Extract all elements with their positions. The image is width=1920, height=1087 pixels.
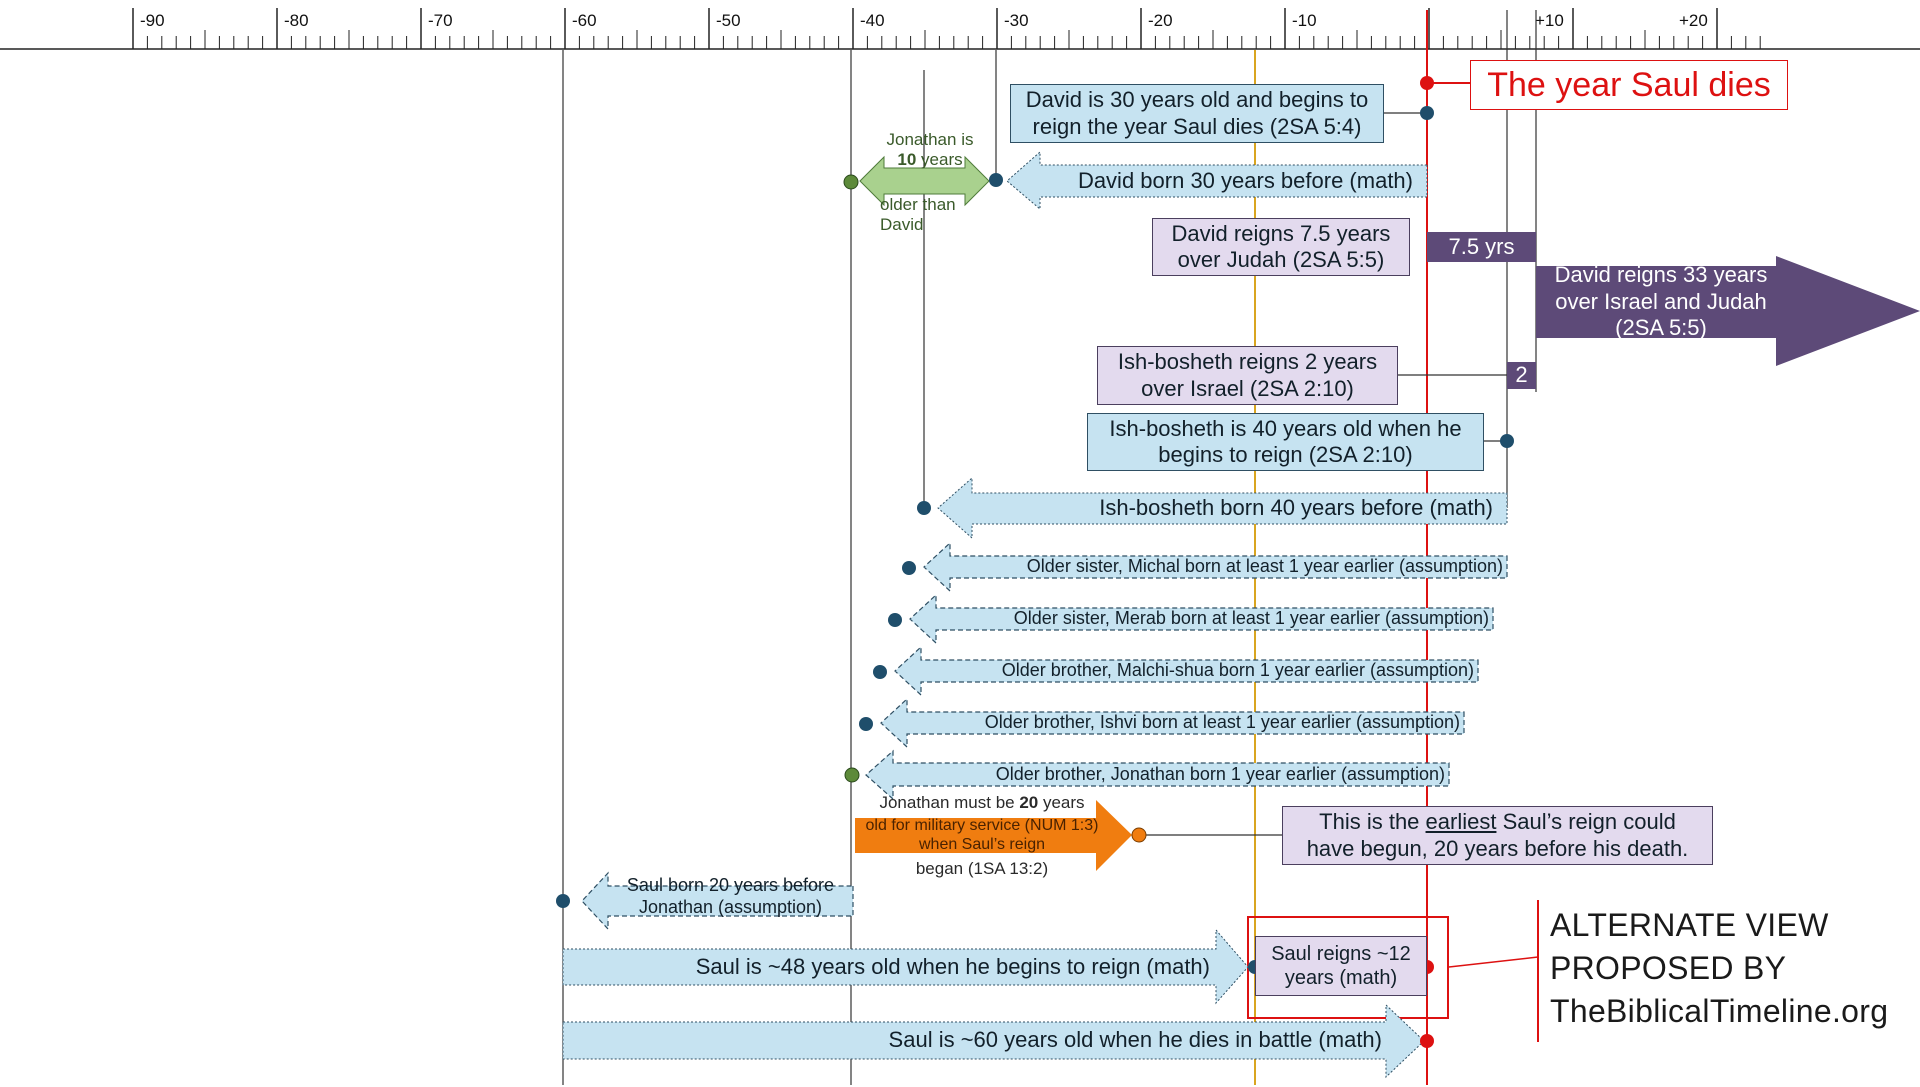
jonathan-is-text: Jonathan is [886,130,974,149]
ishbosheth-reigns-box: Ish-bosheth reigns 2 years over Israel (… [1097,346,1398,405]
tick-label: -70 [428,11,453,30]
alternate-view-line2: PROPOSED BY [1550,950,1787,986]
jonathan-10-years-arrow [859,155,990,207]
jonathan-must-bold: 20 [1019,793,1039,812]
merab-arrow [909,593,1494,645]
began-label: began (1SA 13:2) [915,859,1049,878]
david-33-arrow [1536,256,1920,366]
jonathan-years-rest: years [916,150,963,170]
jonathan-green-dot [843,174,859,190]
tick-label: -30 [1004,11,1029,30]
jonathan-born-dot [844,767,860,783]
tick-label: -90 [140,11,165,30]
earliest-reign-text: This is the earliest Saul’s reign could … [1293,809,1702,862]
tick-label: -40 [860,11,885,30]
ishbosheth-2-bar [1507,362,1536,389]
military-service-arrow [855,800,1132,871]
david-born-dot [989,173,1003,187]
tick-label: +10 [1535,11,1564,30]
tick-labels: -90 -80 -70 -60 -50 -40 -30 -20 -10 +10 … [140,11,1708,30]
alternate-connector [1448,956,1539,968]
jonathan-must-label: Jonathan must be 20 years [862,793,1102,813]
ishvi-label: Older brother, Ishvi born at least 1 yea… [984,712,1460,733]
saul-dies-label: The year Saul dies [1470,60,1788,110]
saul-60-arrow [562,1003,1425,1079]
tick-label: -60 [572,11,597,30]
malchishua-arrow [894,645,1479,697]
military-label: old for military service (NUM 1:3) when … [865,817,1099,854]
ishbosheth-born-label: Ish-bosheth born 40 years before (math) [1099,495,1493,521]
alternate-view-line3: TheBiblicalTimeline.org [1550,993,1889,1029]
tick-label: +20 [1679,11,1708,30]
axis-ticks [132,8,1761,49]
ishbosheth40-dot [1500,434,1514,448]
merab-label: Older sister, Merab born at least 1 year… [1013,608,1489,629]
jonathan-born-label: Older brother, Jonathan born 1 year earl… [995,763,1445,784]
malchishua-dot [873,665,887,679]
jonathan-must-text-2: years [1038,793,1085,812]
saul-reigns-12-box: Saul reigns ~12 years (math) [1255,936,1427,996]
michal-dot [902,561,916,575]
saul-dies-dot [1420,76,1434,90]
jonathan-born-arrow [865,749,1450,801]
david-7-5-label: 7.5 yrs [1448,233,1515,259]
michal-arrow [923,541,1508,593]
saul-born-label: Saul born 20 years before Jonathan (assu… [626,875,835,917]
saul-death-dot [1420,1034,1434,1048]
saul-born-arrow [581,871,854,931]
ishbosheth-40-box: Ish-bosheth is 40 years old when he begi… [1087,413,1484,471]
earliest-text-b: Saul’s reign could have begun, 20 years … [1306,809,1689,861]
jonathan-years-text: 10 years [870,150,990,170]
saul-48-arrow [562,928,1249,1005]
david-7-5-bar [1427,232,1536,262]
ishvi-dot [859,717,873,731]
malchishua-label: Older brother, Malchi-shua born 1 year e… [1001,660,1474,681]
ishvi-arrow [880,697,1465,749]
david-30-box: David is 30 years old and begins to reig… [1010,84,1384,143]
tick-label: -80 [284,11,309,30]
alternate-view-line1: ALTERNATE VIEW [1550,907,1829,943]
merab-dot [888,613,902,627]
tick-label: -20 [1148,11,1173,30]
ishbosheth-2-label: 2 [1515,362,1528,388]
jonathan-years-bold: 10 [897,150,917,170]
michal-label: Older sister, Michal born at least 1 yea… [1026,556,1503,577]
earliest-orange-dot [1131,827,1147,843]
david-born-arrow [1006,150,1428,211]
david-reigns-judah-box: David reigns 7.5 years over Judah (2SA 5… [1152,218,1410,276]
saul-born-dot [556,894,570,908]
tick-label: -10 [1292,11,1317,30]
david30-dot [1420,106,1434,120]
jonathan-must-text: Jonathan must be [879,793,1020,812]
older-than-david-label: older than David [880,195,956,235]
david-born-label: David born 30 years before (math) [1077,167,1413,193]
earliest-underlined: earliest [1425,809,1497,835]
jonathan-is-label: Jonathan is 10 years [870,130,990,171]
ishbosheth-born-arrow [937,476,1508,540]
ishbosheth-born-dot [917,501,931,515]
earliest-text-a: This is the [1319,809,1426,835]
earliest-reign-box: This is the earliest Saul’s reign could … [1282,806,1713,865]
tick-label: -50 [716,11,741,30]
david-33-label: David reigns 33 years over Israel and Ju… [1554,262,1768,341]
saul-48-label: Saul is ~48 years old when he begins to … [695,953,1210,979]
saul-60-label: Saul is ~60 years old when he dies in ba… [888,1027,1382,1053]
